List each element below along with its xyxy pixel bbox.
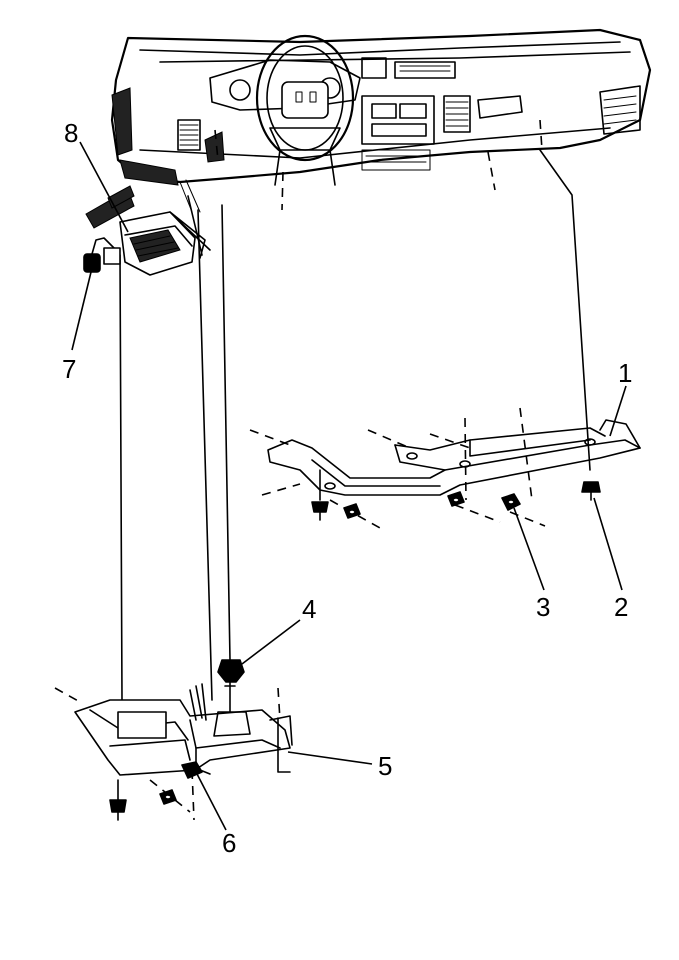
control-module [85, 185, 211, 276]
harness-stub [179, 179, 201, 213]
align-dash-8 [454, 504, 501, 523]
align-dash-5 [429, 433, 471, 449]
harness-conduit-top [187, 195, 203, 256]
leader-2 [593, 497, 623, 591]
leader-8 [79, 141, 129, 233]
leader-1 [609, 385, 627, 437]
align-dash-lower-2 [149, 779, 191, 813]
harness-conduit-left [197, 209, 213, 701]
callout-2: 2 [614, 592, 628, 622]
clip-6 [181, 761, 211, 779]
connector-7 [83, 237, 121, 273]
instrument-panel [110, 28, 652, 186]
align-dash-7 [519, 407, 533, 501]
sensor-4 [217, 659, 245, 713]
leader-3 [513, 507, 545, 591]
callout-4: 4 [302, 594, 316, 624]
harness-wires-lower [189, 683, 207, 721]
ref-bracket-5 [277, 717, 291, 773]
align-dash-lower-4 [191, 769, 195, 821]
harness-conduit-right [221, 204, 231, 661]
nut-left [343, 503, 361, 519]
callout-7: 7 [62, 354, 76, 384]
callout-3: 3 [536, 592, 550, 622]
align-dash-9 [509, 511, 546, 527]
drop-line-center-2 [487, 151, 496, 191]
drop-line-left [214, 129, 219, 161]
align-dash-4 [367, 429, 411, 449]
align-dash-6 [464, 417, 467, 501]
bolt-2 [581, 481, 601, 501]
callout-8: 8 [64, 118, 78, 148]
align-dash-lower-1 [54, 687, 81, 703]
callout-1: 1 [618, 358, 632, 388]
leader-dash-to-bolt [539, 149, 591, 471]
leader-7 [71, 267, 93, 351]
leader-module-to-bracket [119, 254, 123, 701]
lower-bracket [74, 699, 293, 776]
nut-3 [501, 493, 521, 511]
callout-5: 5 [378, 751, 392, 781]
align-dash-2 [261, 483, 301, 496]
nut-lower-mid [159, 789, 177, 805]
callout-6: 6 [222, 828, 236, 858]
leader-6 [195, 771, 227, 831]
drop-line-center-1 [281, 171, 284, 211]
bolt-left [311, 469, 329, 521]
nut-mid [447, 491, 465, 507]
drop-line-right [539, 119, 543, 151]
leader-5 [287, 751, 373, 765]
align-dash-1 [249, 429, 291, 446]
leader-4 [241, 619, 301, 665]
bolt-lower-left [109, 779, 127, 821]
align-dash-lower-3 [277, 687, 281, 721]
